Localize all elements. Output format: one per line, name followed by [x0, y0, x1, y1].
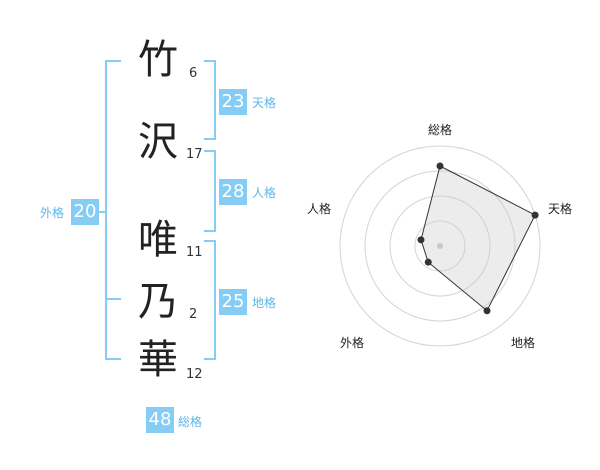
name-char-3: 唯	[138, 217, 178, 263]
gaikaku-bracket-mid	[105, 298, 121, 300]
gaikaku-bracket-top	[105, 60, 121, 62]
gaikaku-bracket-vertical	[105, 60, 107, 360]
gaikaku-bracket-bottom	[105, 358, 121, 360]
radar-point-1	[531, 211, 539, 219]
radar-point-2	[483, 307, 491, 315]
gaikaku-label: 外格	[40, 206, 65, 220]
jinkaku-bracket-bottom	[204, 230, 216, 232]
stroke-count-2: 17	[186, 147, 203, 162]
soukaku-badge: 48	[146, 407, 174, 433]
name-char-4: 乃	[138, 279, 178, 325]
tenkaku-badge: 23	[219, 89, 247, 115]
name-char-1: 竹	[138, 37, 178, 83]
radar-axis-label-chikaku: 地格	[511, 336, 536, 350]
jinkaku-badge: 28	[219, 179, 247, 205]
radar-point-4	[417, 236, 425, 244]
chikaku-label: 地格	[252, 296, 277, 310]
stroke-count-3: 11	[186, 245, 203, 260]
radar-center-dot	[437, 243, 443, 249]
stroke-count-5: 12	[186, 367, 203, 382]
jinkaku-bracket-top	[204, 150, 216, 152]
radar-ring-1	[414, 220, 466, 272]
chikaku-bracket-vertical	[214, 240, 216, 360]
radar-ring-2	[389, 195, 491, 297]
stroke-count-1: 6	[189, 66, 198, 81]
jinkaku-label: 人格	[252, 186, 277, 200]
radar-ring-3	[364, 170, 516, 322]
soukaku-label: 総格	[178, 415, 203, 429]
chikaku-bracket-top	[204, 240, 216, 242]
stroke-count-4: 2	[189, 307, 198, 322]
chikaku-badge: 25	[219, 289, 247, 315]
radar-axis-label-jinkaku: 人格	[307, 202, 332, 216]
chikaku-bracket-bottom	[204, 358, 216, 360]
tenkaku-label: 天格	[252, 96, 277, 110]
radar-point-0	[436, 162, 444, 170]
radar-grid	[339, 145, 541, 347]
radar-axis-label-tenkaku: 天格	[548, 202, 573, 216]
radar-polygon	[420, 165, 536, 312]
radar-axis-label-soukaku: 総格	[428, 123, 453, 137]
gaikaku-badge: 20	[71, 199, 99, 225]
jinkaku-bracket-vertical	[214, 150, 216, 232]
radar-series	[417, 162, 539, 315]
tenkaku-bracket-bottom	[204, 138, 216, 140]
radar-ring-4	[339, 145, 541, 347]
radar-point-3	[424, 258, 432, 266]
tenkaku-bracket-top	[204, 60, 216, 62]
gaikaku-bracket-stub	[97, 211, 106, 213]
name-char-5: 華	[138, 337, 178, 383]
name-char-2: 沢	[138, 119, 178, 165]
radar-axis-label-gaikaku: 外格	[340, 336, 365, 350]
tenkaku-bracket-vertical	[214, 60, 216, 140]
